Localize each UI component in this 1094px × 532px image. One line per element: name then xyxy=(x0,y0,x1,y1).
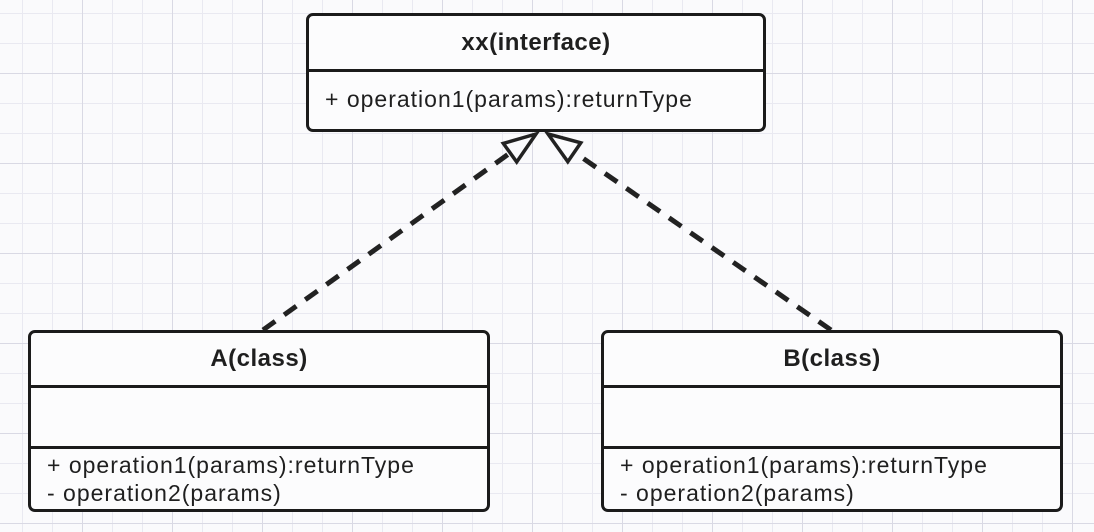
operation-line: + operation1(params):returnType xyxy=(325,86,693,112)
class-a-title: A(class) xyxy=(210,345,308,372)
uml-node-class-b: B(class) + operation1(params):returnType… xyxy=(601,330,1063,512)
operation-line: + operation1(params):returnType xyxy=(47,452,415,478)
uml-node-interface: xx(interface) + operation1(params):retur… xyxy=(306,13,766,132)
class-b-operations-section: + operation1(params):returnType - operat… xyxy=(604,446,1060,506)
interface-operations-section: + operation1(params):returnType xyxy=(309,72,763,126)
realization-edge-a-to-interface xyxy=(261,130,541,333)
class-a-operations-section: + operation1(params):returnType - operat… xyxy=(31,446,487,506)
operation-line: - operation2(params) xyxy=(47,480,282,506)
class-b-title: B(class) xyxy=(783,345,881,372)
dashed-line-b xyxy=(572,149,833,333)
operation-line: + operation1(params):returnType xyxy=(620,452,988,478)
interface-title: xx(interface) xyxy=(309,16,763,72)
class-b-attributes-section xyxy=(604,385,1060,446)
hollow-triangle-arrowhead-a xyxy=(500,130,541,166)
hollow-triangle-arrowhead-b xyxy=(543,131,584,165)
dashed-line-a xyxy=(261,150,512,333)
realization-edge-b-to-interface xyxy=(543,131,833,333)
class-a-attributes-section xyxy=(31,385,487,446)
uml-node-class-a: A(class) + operation1(params):returnType… xyxy=(28,330,490,512)
operation-line: - operation2(params) xyxy=(620,480,855,506)
